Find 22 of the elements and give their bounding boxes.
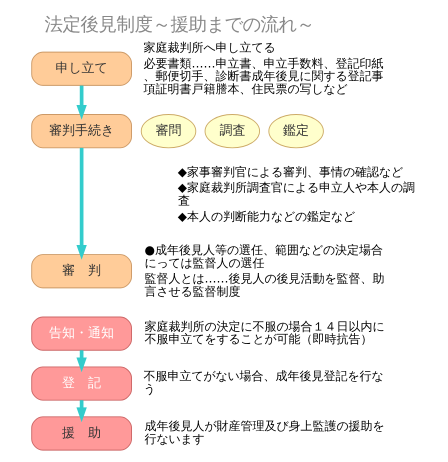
node-label: ◆家事審判官による審判、事情の確認など [178,164,404,179]
node-box: 審判手続き [31,114,132,148]
node-label: 成年後見人が財産管理及び身上監護の援助を行ないます [144,419,384,446]
node-box: 援 助 [31,416,132,451]
node-label: ●成年後見人等の選任、範囲などの決定場合にっては監督人の選任 [144,243,383,270]
node-ellipse: 鑑定 [268,114,324,148]
node-label: 家庭裁判所へ申し立てる [144,40,276,55]
node-box: 登 記 [31,366,132,401]
arrow [76,148,87,260]
node-box: 告知・通知 [31,316,132,351]
node-label: ◆本人の判断能力などの鑑定など [178,209,356,224]
diagram-title: 法定後見制度～援助までの流れ～ [44,14,315,36]
node-ellipse: 審問 [140,114,196,148]
node-label: 不服申立てがない場合、成年後見登記を行なう [144,369,384,396]
node-box: 審 判 [31,254,132,288]
node-label: ◆家庭裁判所調査官による申立人や本人の調査 [178,180,416,208]
node-ellipse: 調査 [204,114,260,148]
node-box: 申し立て [31,52,132,86]
node-label: 家庭裁判所の決定に不服の場合１４日以内に不服申立てをすることが可能（即時抗告） [144,319,384,346]
node-label: 必要書類……申立書、申立手数料、登記印紙、郵便切手、診断書成年後見に関する登記事項証明書戸籍謄本、住民票の写しなど [144,56,384,96]
arrow [76,86,87,120]
node-label: 監督人とは……後見人の後見活動を監督、助言させる監督制度 [144,272,384,299]
